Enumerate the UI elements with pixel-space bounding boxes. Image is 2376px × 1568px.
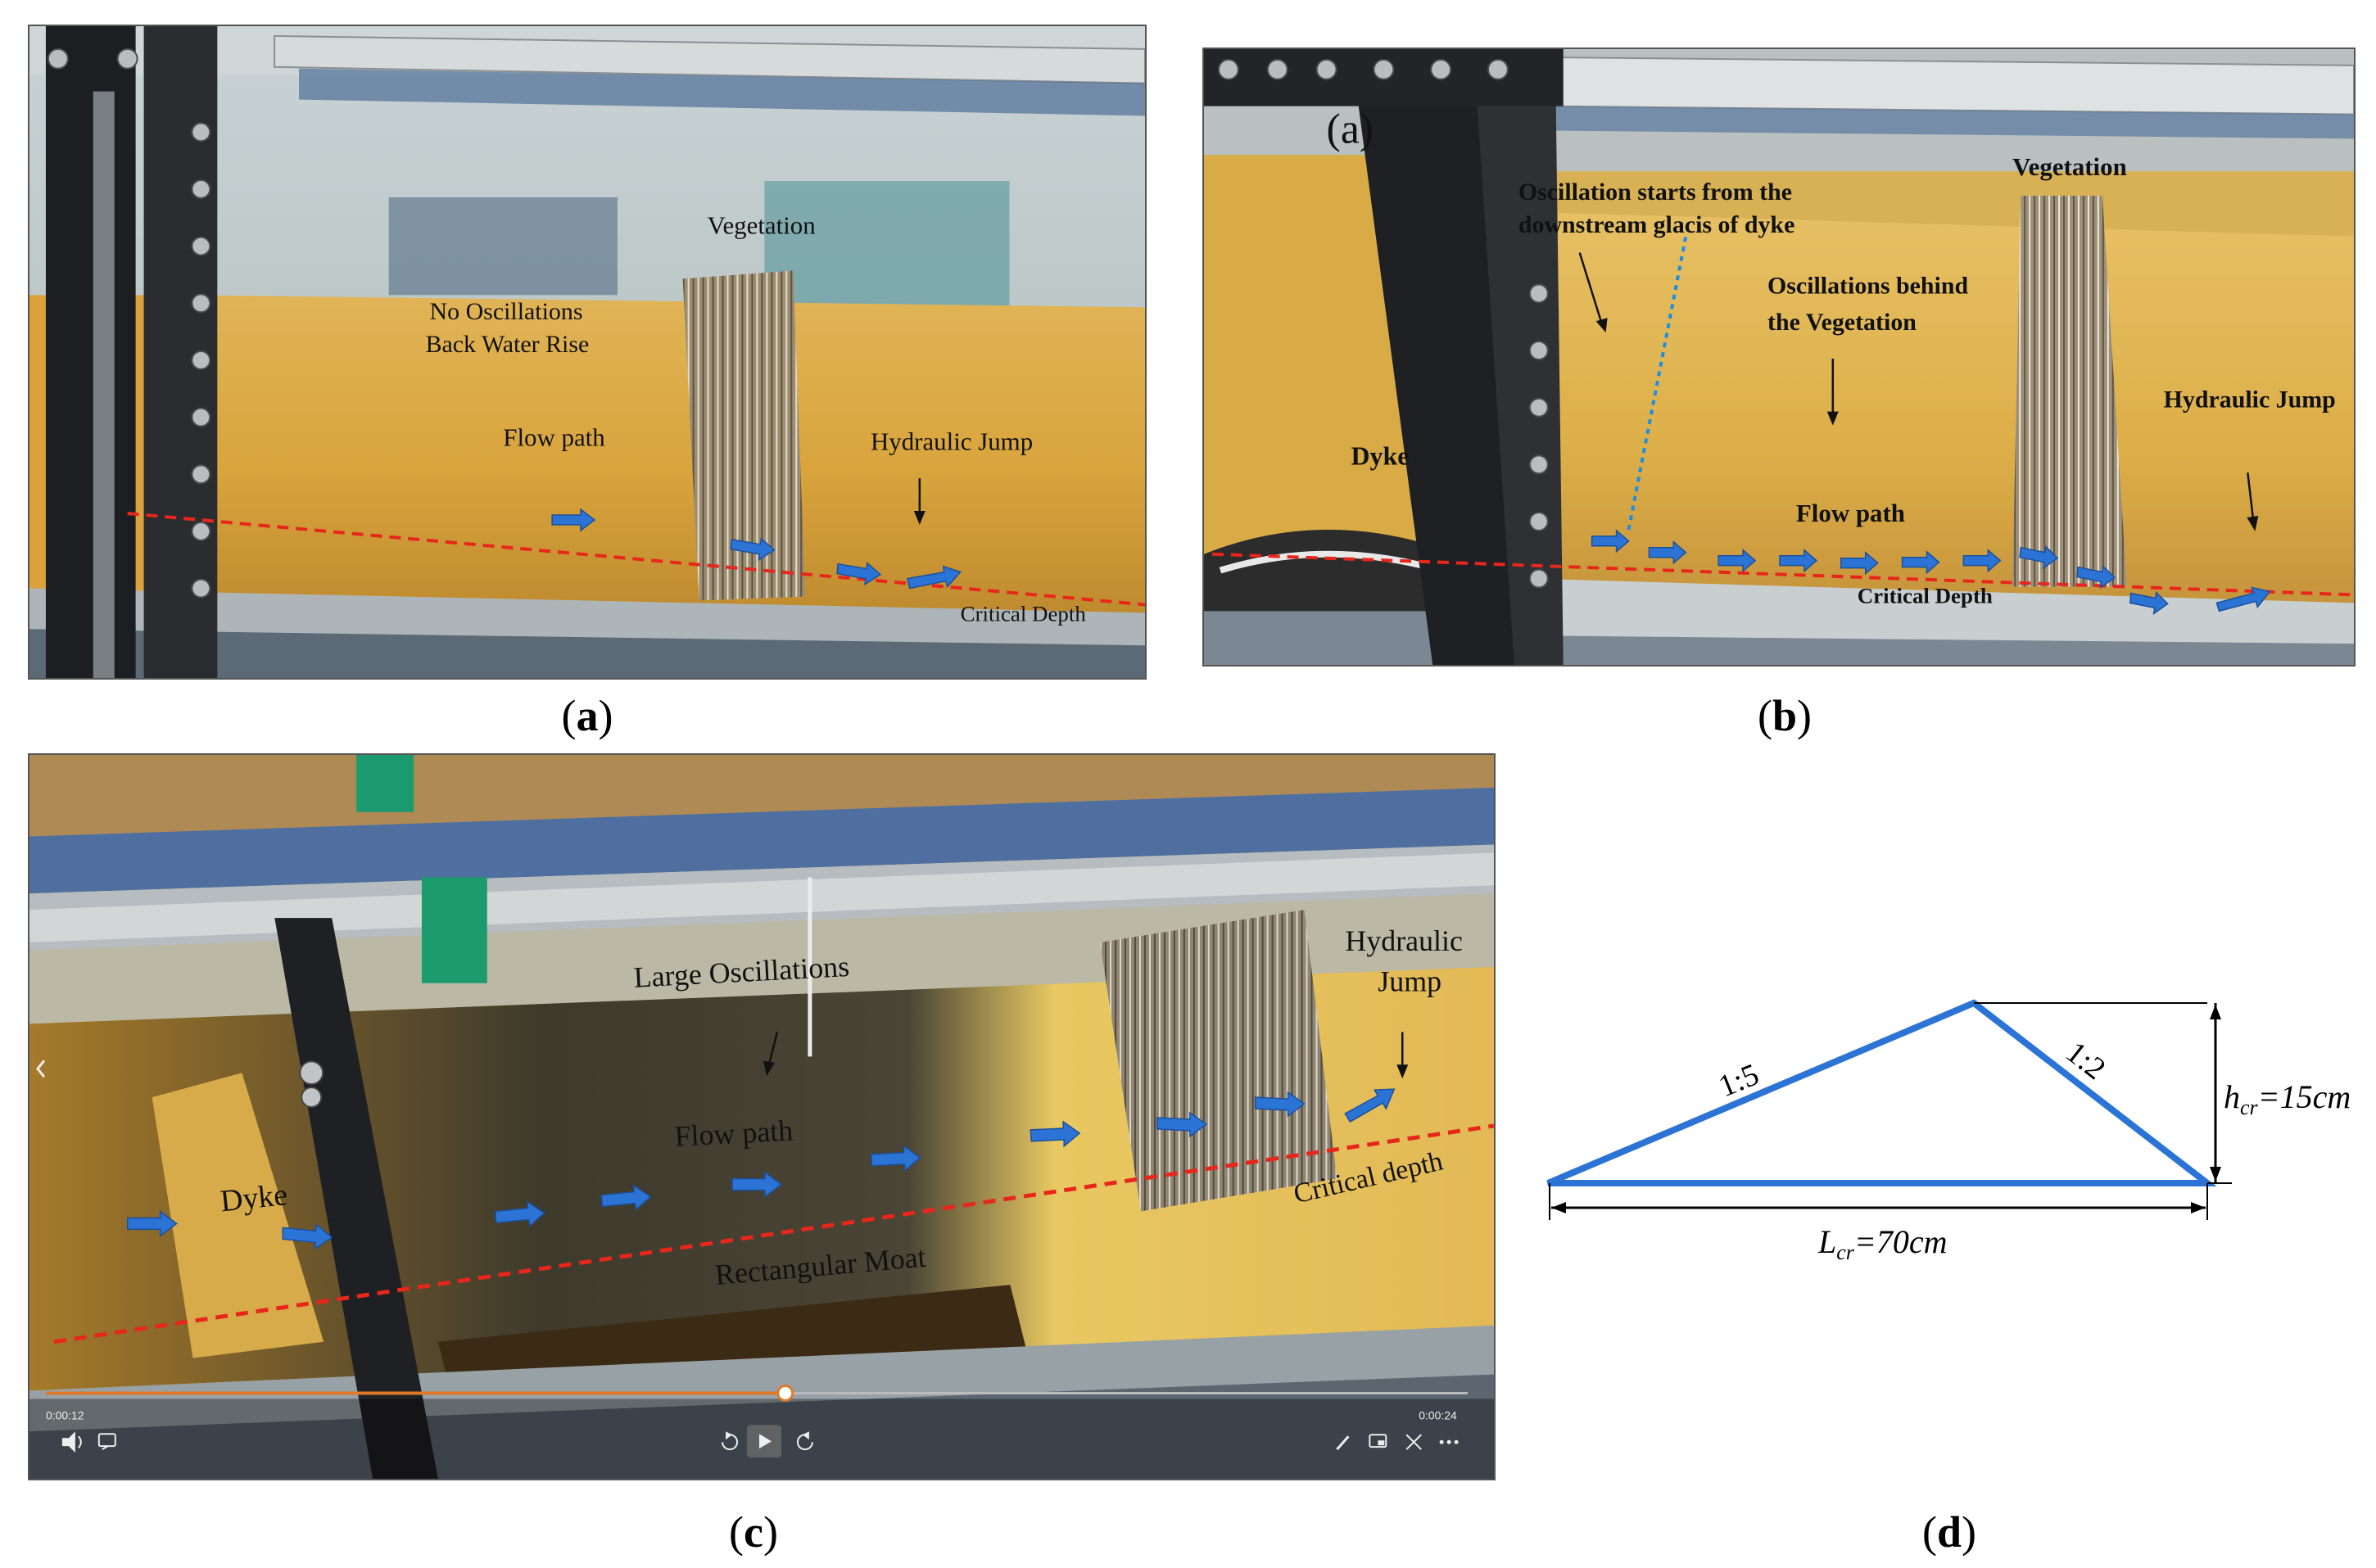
label-critical-depth-a: Critical Depth <box>961 601 1087 626</box>
label-jump-c: Jump <box>1378 965 1441 998</box>
dyke-triangle <box>1546 999 2217 1186</box>
captions-icon[interactable] <box>97 1433 116 1451</box>
label-downstream-glacis-b: downstream glacis of dyke <box>1518 211 1794 238</box>
more-options-icon[interactable] <box>1439 1439 1459 1444</box>
caption-a: (a) <box>561 691 613 740</box>
pencil-icon[interactable] <box>1336 1435 1350 1451</box>
label-flow-path-a: Flow path <box>503 423 605 451</box>
label-dyke-c: Dyke <box>219 1177 289 1218</box>
label-dyke-b: Dyke <box>1351 441 1409 470</box>
caption-d: (d) <box>1921 1507 1976 1557</box>
video-time-elapsed: 0:00:12 <box>46 1408 84 1421</box>
label-oscillations-behind-b: Oscillations behind <box>1767 272 1968 299</box>
volume-icon[interactable] <box>61 1431 82 1453</box>
label-the-vegetation-b: the Vegetation <box>1767 309 1917 336</box>
flume-photo-b: (a) Oscillation starts from the downstre… <box>1204 49 2354 665</box>
fullscreen-icon[interactable] <box>1405 1434 1422 1450</box>
label-back-water-rise-a: Back Water Rise <box>426 331 590 358</box>
label-flow-path-b: Flow path <box>1796 499 1905 527</box>
label-hydraulic-jump-b: Hydraulic Jump <box>2164 386 2336 413</box>
label-hydraulic-jump-a: Hydraulic Jump <box>871 427 1033 455</box>
label-no-oscillations-a: No Oscillations <box>430 298 583 325</box>
caption-c: (c) <box>729 1507 778 1557</box>
video-time-total: 0:00:24 <box>1419 1408 1457 1421</box>
photo-panel-b: (a) Oscillation starts from the downstre… <box>1202 47 2356 667</box>
video-progress-handle[interactable] <box>776 1385 794 1402</box>
label-length-lcr: Lcr=70cm <box>1817 1223 1948 1264</box>
label-critical-depth-b: Critical Depth <box>1858 583 1993 608</box>
label-flow-path-c: Flow path <box>674 1114 794 1152</box>
rewind-icon[interactable] <box>722 1431 739 1451</box>
forward-icon[interactable] <box>796 1431 813 1451</box>
diagram-panel-d: 1:5 1:2 hcr=15cm Lcr=70cm <box>1540 974 2359 1302</box>
chevron-left-icon[interactable] <box>36 1060 46 1078</box>
label-vegetation-b: Vegetation <box>2012 152 2127 181</box>
dyke-cross-section-diagram: 1:5 1:2 hcr=15cm Lcr=70cm <box>1546 999 2351 1264</box>
label-height-hcr: hcr=15cm <box>2224 1078 2351 1119</box>
video-panel-c: Large Oscillations Hydraulic Jump Flow p… <box>28 753 1496 1480</box>
flume-photo-a: Vegetation No Oscillations Back Water Ri… <box>29 26 1145 678</box>
photo-panel-a: Vegetation No Oscillations Back Water Ri… <box>28 25 1147 680</box>
label-oscillation-starts-b: Oscillation starts from the <box>1518 178 1792 206</box>
play-button[interactable] <box>747 1425 781 1458</box>
label-vegetation-a: Vegetation <box>708 211 816 240</box>
picture-in-picture-icon[interactable] <box>1369 1434 1387 1448</box>
label-inner-a-b: (a) <box>1327 106 1374 152</box>
caption-b: (b) <box>1757 691 1812 740</box>
flume-video-frame-c: Large Oscillations Hydraulic Jump Flow p… <box>29 755 1494 1479</box>
label-hydraulic-c: Hydraulic <box>1345 924 1463 957</box>
